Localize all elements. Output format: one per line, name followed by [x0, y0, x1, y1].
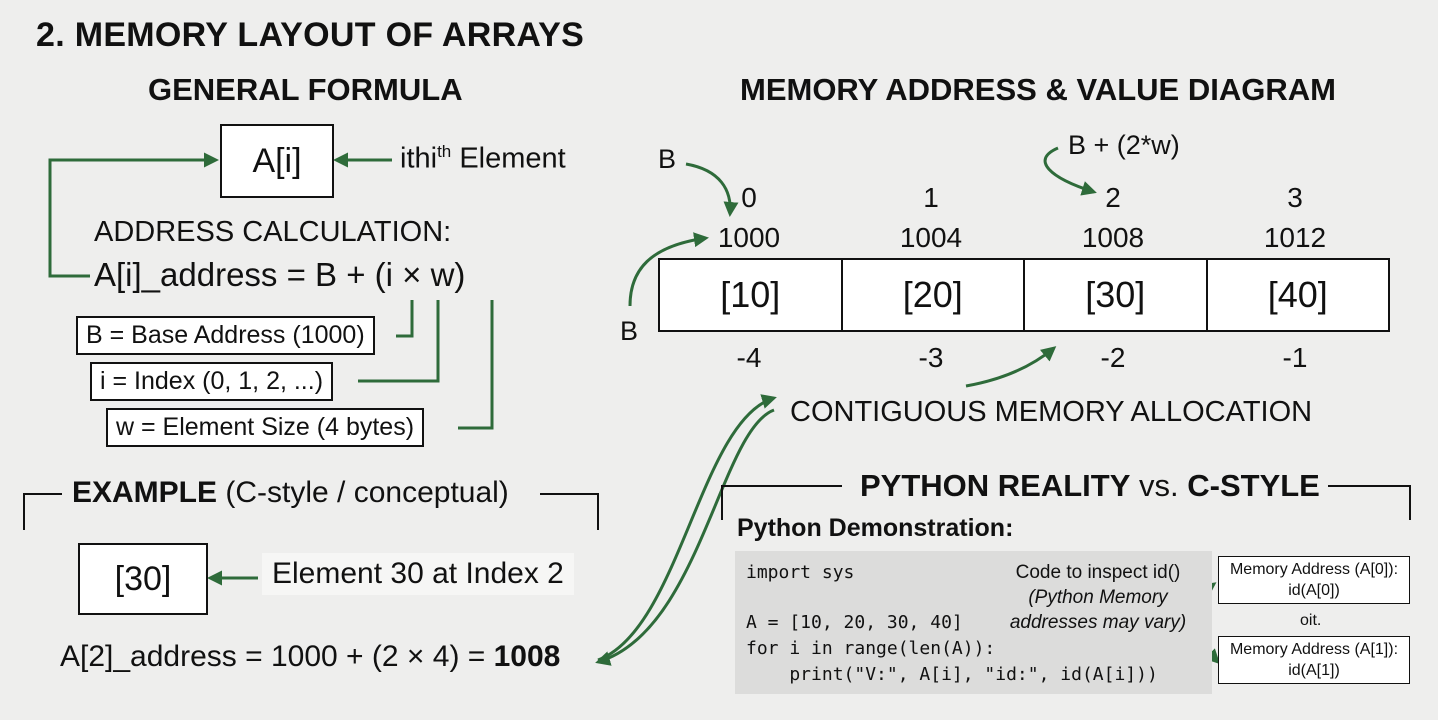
- code-note: Code to inspect id() (Python Memory addr…: [1000, 560, 1196, 635]
- code-line-1: import sys: [746, 562, 855, 583]
- var-element-size: w = Element Size (4 bytes): [106, 408, 425, 447]
- memory-cell-3: [40]: [1267, 274, 1328, 315]
- address-0: 1000: [717, 222, 781, 253]
- address-3: 1012: [1263, 222, 1327, 253]
- code-note-line-2: (Python Memory: [1028, 587, 1168, 608]
- index-0: 0: [741, 182, 757, 213]
- var-base-address: B = Base Address (1000): [76, 316, 375, 355]
- general-formula-heading: GENERAL FORMULA: [148, 72, 463, 107]
- code-panel: [735, 551, 1212, 694]
- example-formula: A[2]_address = 1000 + (2 × 4) = 1008: [60, 640, 560, 674]
- neg-index-0: -4: [736, 342, 762, 373]
- code-note-line-1: Code to inspect id(): [1015, 562, 1181, 583]
- index-1: 1: [923, 182, 939, 213]
- python-title-mid: vs.: [1130, 468, 1188, 503]
- neg-index-3: -1: [1282, 342, 1308, 373]
- result-arrow-b: [595, 408, 775, 666]
- python-section-title: PYTHON REALITY vs. C-STYLE: [852, 468, 1328, 504]
- example-formula-prefix: A[2]_address = 1000 + (2 × 4) =: [60, 640, 494, 673]
- example-box: [30]: [78, 543, 208, 615]
- python-demo-label: Python Demonstration:: [737, 514, 1014, 542]
- code-line-5: print("V:", A[i], "id:", id(A[i])): [746, 664, 1158, 685]
- code-line-4: for i in range(len(A)):: [746, 638, 996, 659]
- memory-cell-1: [20]: [843, 260, 1025, 330]
- memory-row: [10] [20] [30] [40]: [658, 258, 1390, 332]
- ith-text: ithi: [400, 142, 438, 175]
- address-formula: A[i]_address = B + (i × w): [94, 256, 466, 293]
- memory-address-box-0-title: Memory Address (A[0]):: [1229, 561, 1399, 578]
- python-title-bold-2: C-STYLE: [1187, 468, 1320, 503]
- w-connector: [458, 300, 494, 430]
- neg-index-1: -3: [918, 342, 944, 373]
- base-label-left: B: [620, 316, 639, 346]
- var-index: i = Index (0, 1, 2, ...): [90, 362, 334, 401]
- formula-loop-arrow: [48, 152, 219, 278]
- example-title-bold: EXAMPLE: [72, 476, 218, 509]
- oit-text: oit.: [1300, 612, 1322, 629]
- example-bracket: [23, 493, 599, 530]
- python-bracket: [721, 485, 1411, 520]
- index-2: 2: [1105, 182, 1121, 213]
- address-1: 1004: [899, 222, 963, 253]
- memory-address-box-1-id: id(A[1]): [1288, 662, 1340, 679]
- address-2: 1008: [1081, 222, 1145, 253]
- contiguous-label: CONTIGUOUS MEMORY ALLOCATION: [790, 396, 1313, 428]
- python-title-bold-1: PYTHON REALITY: [860, 468, 1131, 503]
- example-title-rest: (C-style / conceptual): [217, 476, 509, 509]
- memory-cell-0: [10]: [660, 260, 843, 330]
- result-arrow-a: [597, 394, 777, 662]
- ith-superscript: th: [437, 142, 452, 161]
- code-line-3: A = [10, 20, 30, 40]: [746, 612, 963, 633]
- example-formula-result: 1008: [493, 640, 561, 673]
- b-top-arrow: [685, 162, 739, 217]
- contiguous-arrow: [965, 346, 1057, 388]
- offset-label: B + (2*w): [1068, 130, 1180, 160]
- example-label: Element 30 at Index 2: [262, 553, 574, 595]
- index-3: 3: [1287, 182, 1303, 213]
- memory-address-box-1-title: Memory Address (A[1]):: [1229, 641, 1399, 658]
- memory-address-box-1: Memory Address (A[1]): id(A[1]): [1218, 636, 1410, 684]
- ith-suffix: Element: [451, 142, 566, 175]
- memory-address-box-0: Memory Address (A[0]): id(A[0]): [1218, 556, 1410, 604]
- neg-index-2: -2: [1100, 342, 1126, 373]
- memory-address-box-0-id: id(A[0]): [1288, 582, 1340, 599]
- diagram-heading: MEMORY ADDRESS & VALUE DIAGRAM: [740, 72, 1336, 107]
- i-connector: [358, 300, 440, 383]
- element-box: A[i]: [220, 124, 334, 198]
- memory-cell-2: [30]: [1025, 260, 1208, 330]
- page-title: 2. MEMORY LAYOUT OF ARRAYS: [36, 16, 585, 54]
- base-label-top: B: [658, 144, 677, 174]
- offset-arrow: [1043, 146, 1097, 196]
- b-left-arrow: [628, 232, 709, 307]
- address-calc-label: ADDRESS CALCULATION:: [94, 216, 452, 248]
- ith-element-label: ithith Element: [400, 142, 566, 176]
- example-title: EXAMPLE (C-style / conceptual): [72, 476, 509, 510]
- code-note-line-3: addresses may vary): [1009, 612, 1187, 633]
- b-connector: [396, 300, 414, 338]
